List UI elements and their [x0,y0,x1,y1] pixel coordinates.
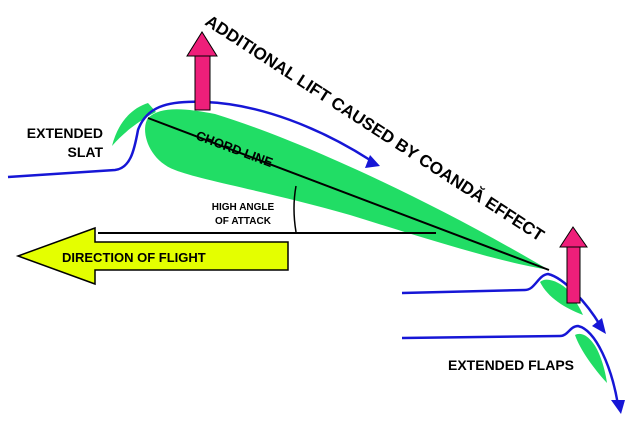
airflow-flap-upper [401,272,602,326]
lift-arrow-slat [186,31,218,111]
left-arrow-icon [15,226,289,286]
up-arrow-icon [559,226,588,248]
angle-of-attack-arc [293,185,297,233]
flow-arrow-icon [611,400,625,414]
slat-label-line1: EXTENDED [27,125,103,141]
flow-arrow-icon [365,155,380,168]
slat-label-line2: SLAT [67,144,103,160]
main-airfoil [145,109,550,270]
lift-arrow-flap [559,226,588,304]
aoa-label-line2: OF ATTACK [215,216,272,227]
chord-line [147,117,550,271]
up-arrow-icon [186,31,218,57]
direction-label: DIRECTION OF FLIGHT [62,250,206,265]
airflow-flap-lower [401,324,620,406]
flap-upper [540,279,583,315]
flap-lower [575,333,607,383]
airflow-upper [7,100,371,179]
flaps-label: EXTENDED FLAPS [448,357,574,373]
aoa-label-line1: HIGH ANGLE [212,202,275,213]
flow-arrow-icon [592,318,606,334]
extended-slat [112,103,156,146]
